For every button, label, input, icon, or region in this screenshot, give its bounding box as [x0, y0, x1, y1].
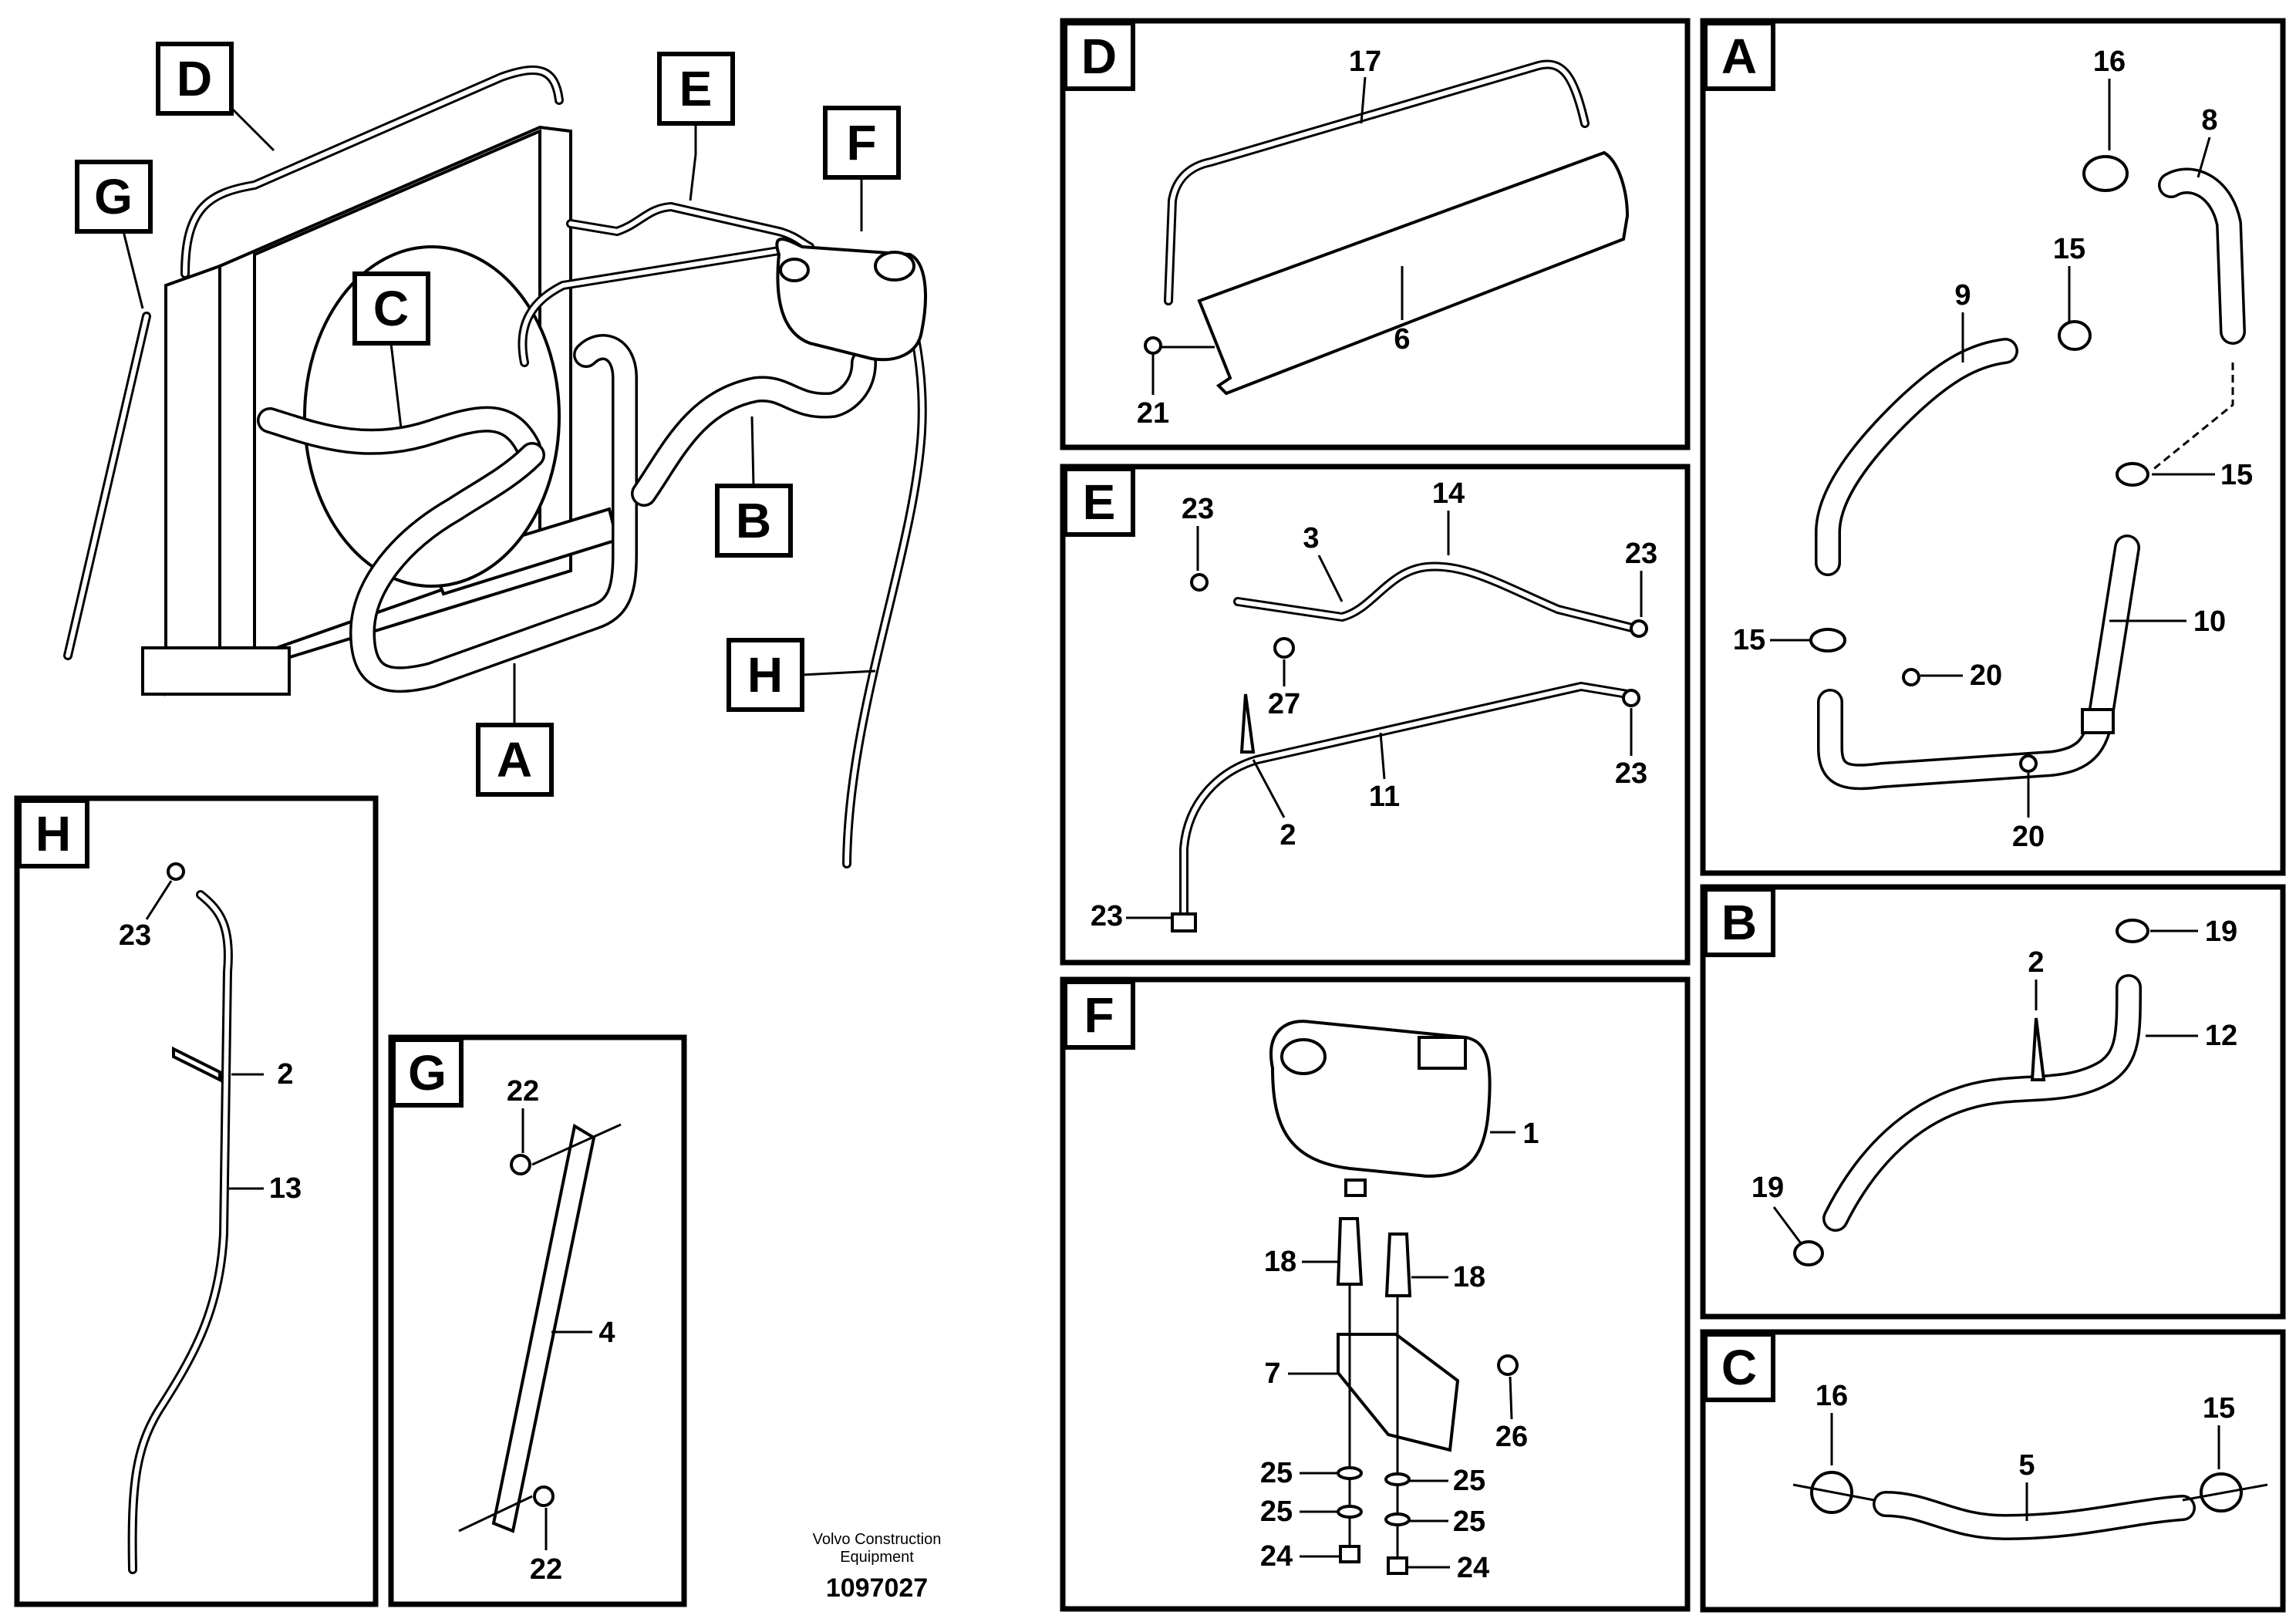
callout-A: A	[497, 732, 532, 787]
panel-A-letter: A	[1721, 29, 1757, 84]
label-4: 4	[598, 1317, 615, 1349]
callout-F: F	[846, 115, 876, 170]
panel-G-letter: G	[408, 1045, 447, 1101]
callout-D: D	[177, 51, 212, 106]
label-25b: 25	[1453, 1465, 1485, 1497]
label-19a: 19	[2205, 916, 2237, 948]
label-14: 14	[1432, 477, 1465, 510]
drawing-number: 1097027	[826, 1573, 928, 1603]
panel-G: G 22 4 22	[388, 1034, 687, 1607]
label-7: 7	[1264, 1357, 1280, 1390]
panel-B-letter: B	[1721, 895, 1757, 950]
label-6: 6	[1394, 323, 1410, 356]
panel-D: D 17 6 21	[1060, 18, 1691, 450]
label-21: 21	[1137, 397, 1169, 430]
label-18b: 18	[1453, 1261, 1485, 1293]
label-26: 26	[1495, 1421, 1528, 1453]
label-18a: 18	[1264, 1246, 1296, 1278]
panel-H: H 23 2 13	[14, 795, 379, 1607]
label-22b: 22	[530, 1553, 562, 1586]
panel-E: E 23 3 14 23 27 23 11 2 23	[1060, 464, 1691, 966]
panel-A: A 16 8 15 9 15 15 10 20 20	[1700, 18, 2286, 876]
fitting-18a	[1336, 1217, 1364, 1286]
label-20a: 20	[1970, 659, 2002, 692]
label-23c: 23	[1615, 757, 1647, 790]
label-17: 17	[1349, 46, 1381, 78]
label-15c: 15	[1733, 624, 1765, 656]
label-24a: 24	[1260, 1540, 1293, 1573]
cover-plate	[1197, 150, 1630, 396]
company-line-1: Volvo Construction	[813, 1531, 942, 1548]
footer: Volvo Construction Equipment 1097027	[813, 1531, 942, 1603]
label-2h: 2	[277, 1058, 293, 1091]
label-15b: 15	[2220, 459, 2253, 491]
panel-F-letter: F	[1084, 987, 1114, 1043]
main-assembly-view: D E F G C B H A	[63, 42, 927, 868]
label-15d: 15	[2203, 1392, 2235, 1425]
callout-G: G	[94, 169, 133, 224]
callout-B: B	[736, 493, 771, 548]
label-23a: 23	[1182, 493, 1214, 525]
label-8: 8	[2201, 104, 2217, 137]
label-9: 9	[1954, 279, 1971, 312]
label-22a: 22	[507, 1075, 539, 1108]
label-24b: 24	[1457, 1552, 1489, 1584]
expansion-tank	[775, 238, 927, 362]
label-23h: 23	[119, 919, 151, 952]
panel-C-letter: C	[1721, 1340, 1757, 1395]
main-callouts: D E F G C B H A	[75, 42, 901, 797]
panel-B: B 19 2 12 19	[1700, 884, 2286, 1320]
label-13: 13	[269, 1172, 302, 1205]
panel-E-letter: E	[1083, 474, 1116, 530]
label-2: 2	[1279, 819, 1296, 851]
label-15a: 15	[2053, 233, 2085, 265]
label-10: 10	[2193, 605, 2226, 638]
panel-D-letter: D	[1081, 29, 1117, 84]
label-20b: 20	[2012, 821, 2045, 853]
expansion-tank-part	[1269, 1020, 1492, 1179]
label-23d: 23	[1091, 900, 1123, 932]
label-23b: 23	[1625, 538, 1657, 570]
panel-F: F 1 18 18 7 26 25 25 25 25	[1060, 976, 1691, 1612]
label-25c: 25	[1260, 1496, 1293, 1528]
label-16: 16	[2093, 46, 2126, 78]
fitting-18b	[1384, 1233, 1412, 1297]
label-3: 3	[1303, 522, 1319, 555]
label-5: 5	[2018, 1449, 2035, 1482]
label-11: 11	[1369, 781, 1400, 813]
label-25a: 25	[1260, 1457, 1293, 1489]
label-27: 27	[1268, 688, 1300, 720]
callout-E: E	[679, 61, 713, 116]
label-19b: 19	[1752, 1172, 1784, 1204]
label-25d: 25	[1453, 1506, 1485, 1538]
label-2b: 2	[2028, 946, 2044, 979]
panel-H-letter: H	[35, 806, 71, 862]
label-1: 1	[1522, 1118, 1539, 1150]
label-16c: 16	[1816, 1380, 1848, 1412]
company-line-2: Equipment	[840, 1549, 914, 1566]
callout-C: C	[373, 281, 409, 336]
label-12: 12	[2205, 1020, 2237, 1052]
panel-C: C 16 15 5	[1700, 1329, 2286, 1613]
support-rod-4	[491, 1123, 596, 1533]
callout-H: H	[747, 647, 783, 703]
